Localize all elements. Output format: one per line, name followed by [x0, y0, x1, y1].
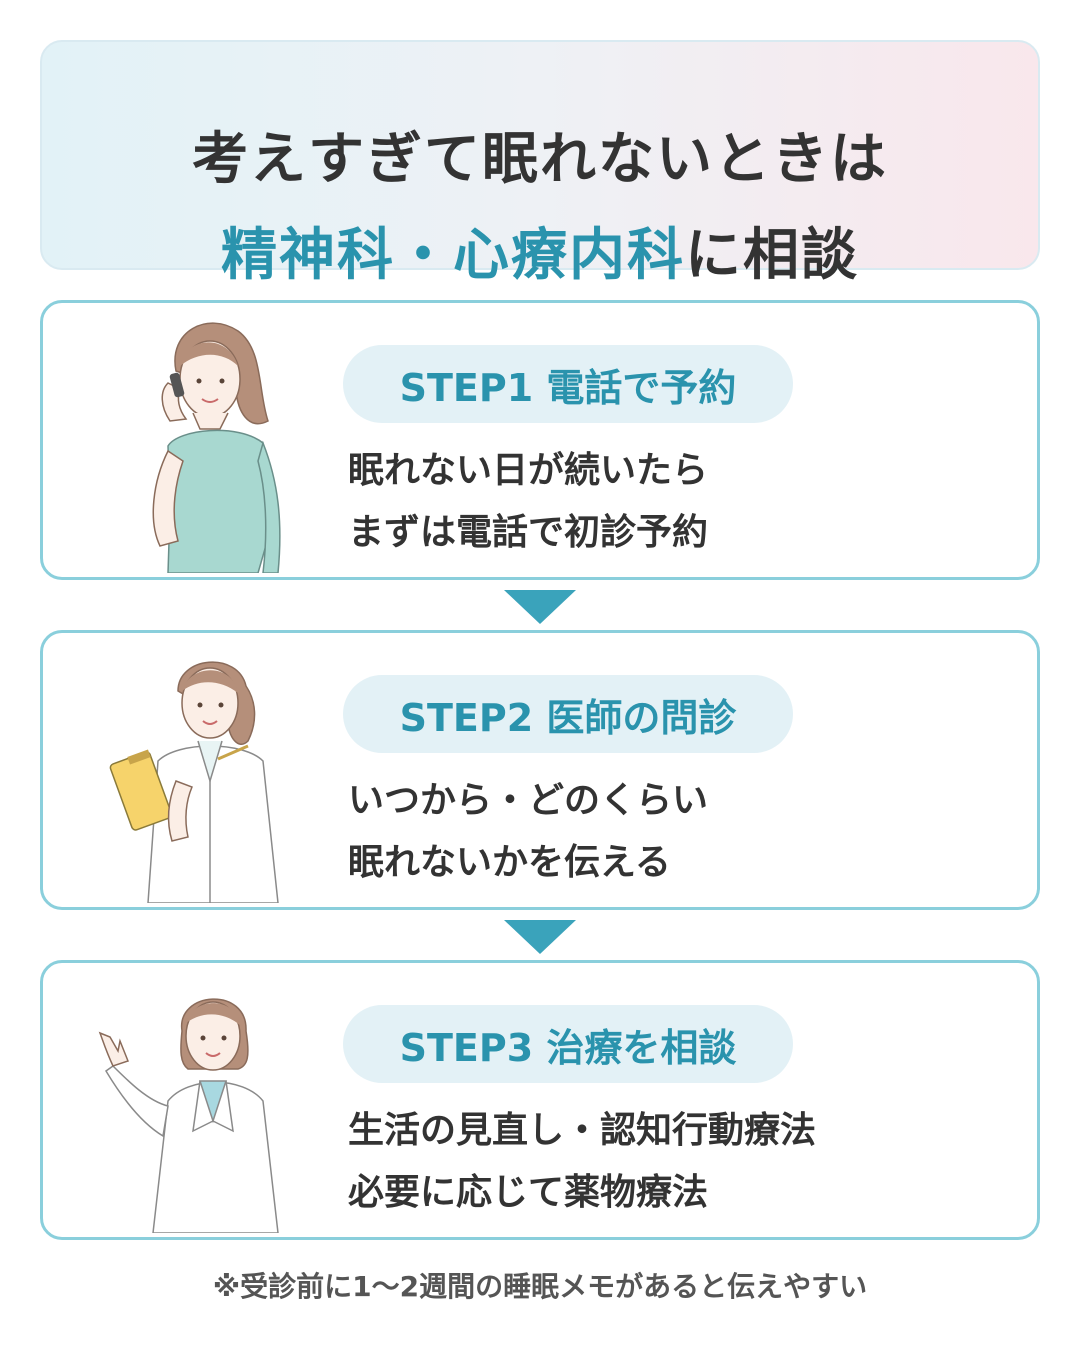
doctor-with-clipboard-icon [109, 661, 279, 903]
step-description-line-1: 生活の見直し・認知行動療法 [348, 1110, 817, 1151]
step-description-line-1: 眠れない日が続いたら [348, 450, 709, 491]
step-title-pill: STEP2 医師の問診 [343, 675, 793, 753]
step-description-line-2: まずは電話で初診予約 [348, 512, 709, 553]
step-description-line-2: 眠れないかを伝える [348, 842, 671, 883]
woman-on-phone-icon [152, 322, 281, 573]
down-arrow-icon [504, 590, 576, 624]
step-title-pill: STEP3 治療を相談 [343, 1005, 793, 1083]
title-accent-text: 精神科・心療内科 [221, 223, 685, 288]
title-banner: 考えすぎて眠れないときは 精神科・心療内科に相談 [40, 40, 1040, 288]
title-rest-text: に相談 [685, 223, 859, 288]
down-arrow-icon [504, 920, 576, 954]
doctor-gesturing-icon [98, 998, 279, 1233]
step-description-line-2: 必要に応じて薬物療法 [348, 1172, 709, 1213]
step-title-pill: STEP1 電話で予約 [343, 345, 793, 423]
title-line-2: 精神科・心療内科に相談 [42, 210, 1038, 291]
step-card-3: STEP3 治療を相談 生活の見直し・認知行動療法 必要に応じて薬物療法 [40, 960, 1040, 1240]
step-description-line-1: いつから・どのくらい [348, 780, 709, 821]
footnote: ※受診前に1〜2週間の睡眠メモがあると伝えやすい [212, 1270, 868, 1303]
step-card-2: STEP2 医師の問診 いつから・どのくらい 眠れないかを伝える [40, 630, 1040, 910]
title-line-1: 考えすぎて眠れないときは [192, 127, 888, 192]
step-card-1: STEP1 電話で予約 眠れない日が続いたら まずは電話で初診予約 [40, 300, 1040, 580]
